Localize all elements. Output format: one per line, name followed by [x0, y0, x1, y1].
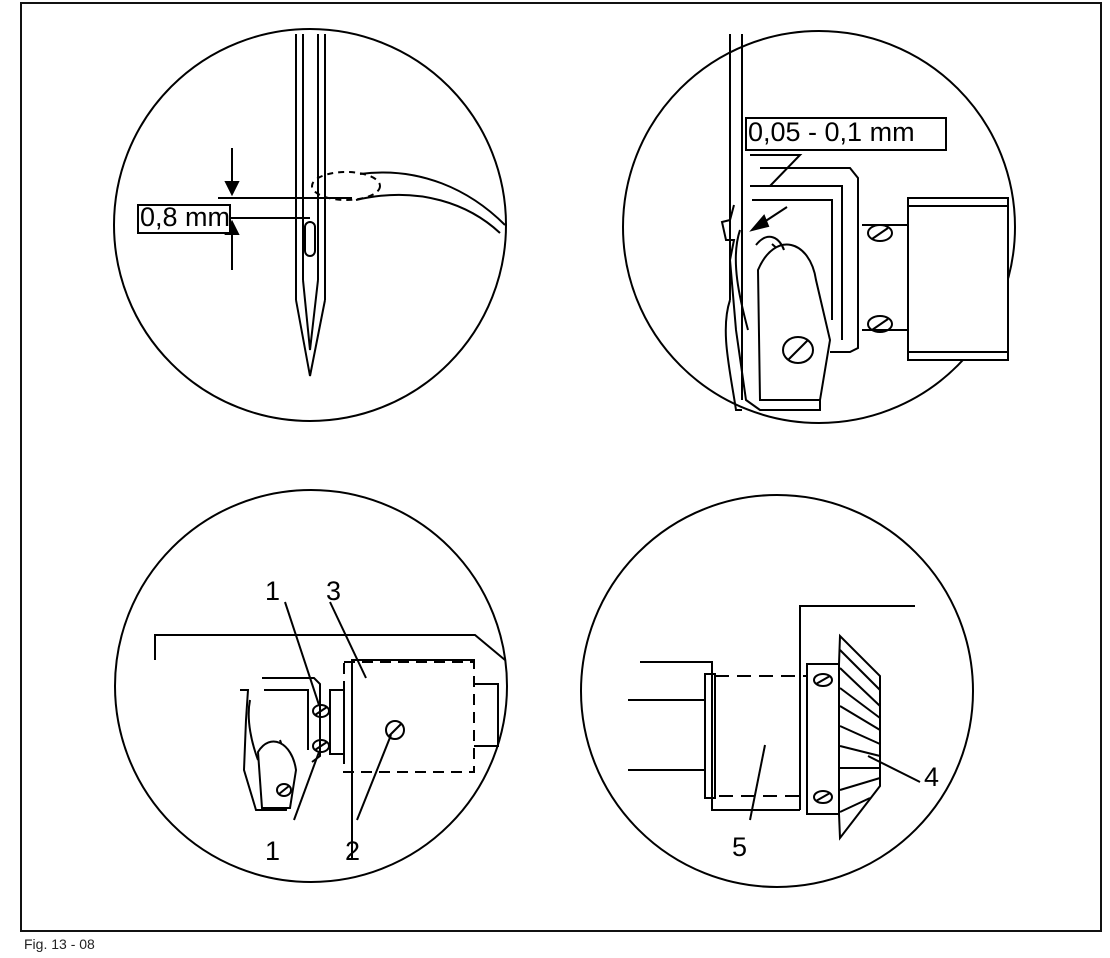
leader-lines — [284, 601, 392, 821]
thread-illustration — [311, 171, 506, 234]
hook-screws — [312, 704, 330, 753]
callout-5: 5 — [732, 832, 747, 862]
housing-outline — [640, 605, 915, 811]
hook-shaft — [862, 197, 1009, 361]
bevel-gear — [806, 633, 881, 841]
shaft-bushing — [628, 673, 808, 799]
panel-hook-screws: 1 3 1 2 — [114, 489, 508, 883]
hook-small — [240, 677, 321, 811]
clearance-arrow — [749, 206, 788, 232]
callout-4: 4 — [924, 762, 939, 792]
figure-frame — [20, 2, 1102, 932]
bearing-bushing — [329, 661, 499, 773]
panel-circle — [622, 30, 1016, 424]
figure-caption: Fig. 13 - 08 — [24, 936, 95, 952]
callout-1-bottom: 1 — [265, 836, 280, 866]
callout-3: 3 — [326, 576, 341, 606]
dimension-label: 0,05 - 0,1 mm — [748, 117, 915, 147]
needle-illustration — [295, 34, 326, 377]
panel-bevel-gear: 4 5 — [580, 494, 974, 888]
panel-circle — [580, 494, 974, 888]
dimension-marks — [218, 148, 352, 270]
panel-hook-clearance: 0,05 - 0,1 mm — [622, 30, 1016, 424]
callout-1-top: 1 — [265, 576, 280, 606]
hook-body — [720, 154, 859, 411]
leader-lines — [749, 744, 921, 821]
panel-circle — [113, 28, 507, 422]
callout-2: 2 — [345, 836, 360, 866]
panel-circle — [114, 489, 508, 883]
panel-needle-eye: 0,8 mm — [113, 28, 507, 422]
dimension-label: 0,8 mm — [140, 202, 230, 232]
needle-illustration — [724, 34, 743, 411]
housing-outline — [154, 634, 506, 860]
